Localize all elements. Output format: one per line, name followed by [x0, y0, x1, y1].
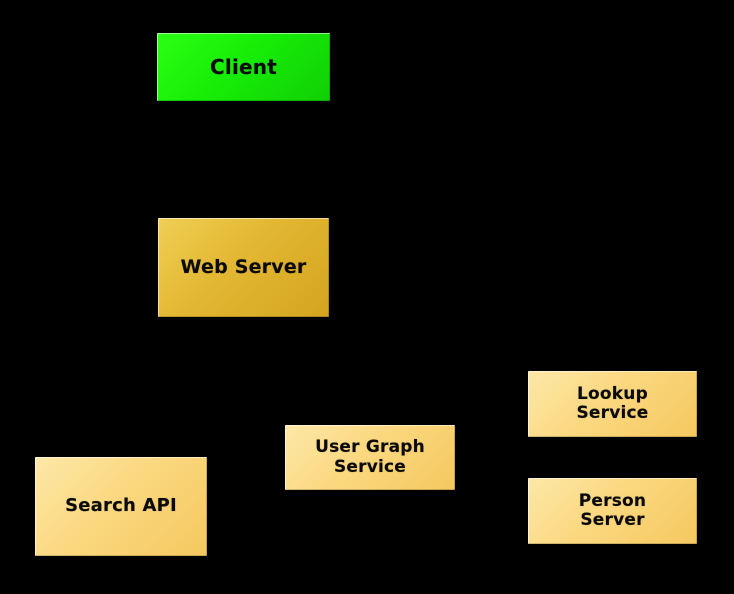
- node-search-api[interactable]: Search API: [35, 457, 207, 556]
- node-client-label: Client: [210, 54, 277, 79]
- node-search-api-label: Search API: [65, 495, 177, 517]
- node-lookup-service-label: Lookup Service: [576, 383, 649, 423]
- node-user-graph-service[interactable]: User Graph Service: [285, 425, 455, 490]
- node-person-server-label: Person Server: [578, 490, 647, 530]
- node-client[interactable]: Client: [157, 33, 330, 101]
- node-web-server-label: Web Server: [180, 255, 307, 278]
- node-user-graph-service-label: User Graph Service: [315, 437, 425, 477]
- node-lookup-service[interactable]: Lookup Service: [528, 371, 697, 437]
- node-person-server[interactable]: Person Server: [528, 478, 697, 544]
- node-web-server[interactable]: Web Server: [158, 218, 329, 317]
